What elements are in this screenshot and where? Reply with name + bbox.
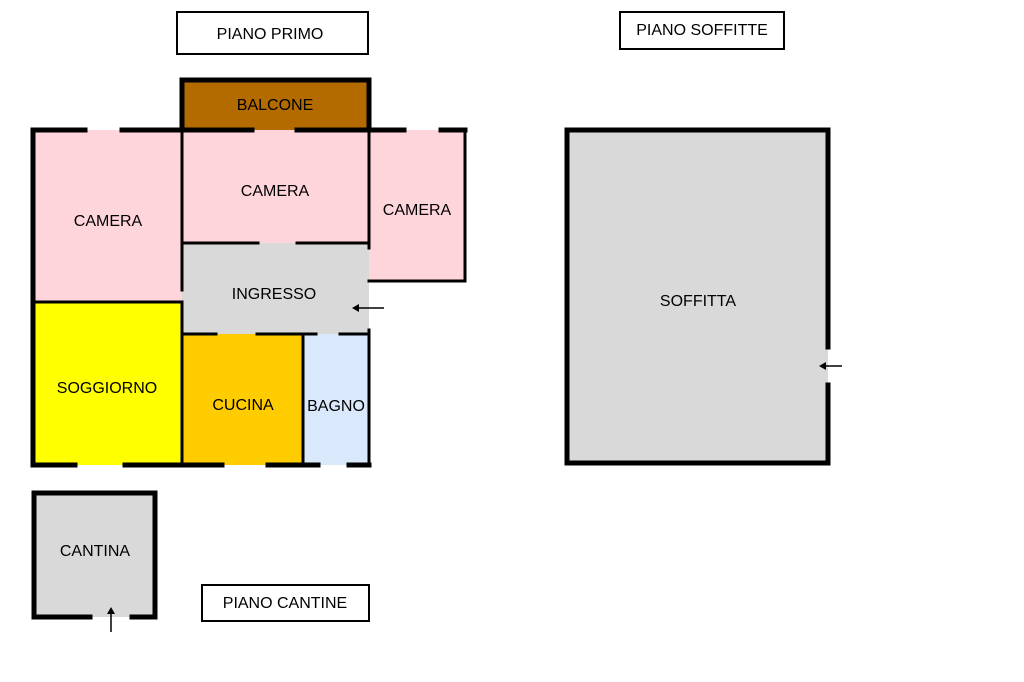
room-camera-right [369, 130, 465, 281]
walls-piano-primo [30, 77, 468, 468]
room-label-soffitta: SOFFITTA [660, 293, 736, 310]
label-piano-primo: PIANO PRIMO [176, 11, 369, 55]
arrow-up-icon [107, 607, 115, 632]
label-piano-soffitte-text: PIANO SOFFITTE [636, 22, 768, 39]
room-label-balcone: BALCONE [237, 97, 313, 114]
room-camera-center [182, 130, 369, 243]
room-label-camera-left: CAMERA [74, 213, 143, 230]
room-label-ingresso: INGRESSO [232, 286, 316, 303]
walls-piano-soffitte [564, 127, 831, 466]
arrow-left-icon [352, 304, 384, 312]
room-cucina [182, 334, 303, 465]
room-label-camera-center: CAMERA [241, 183, 310, 200]
room-label-cucina: CUCINA [212, 397, 274, 414]
room-camera-left [33, 130, 182, 302]
label-piano-primo-text: PIANO PRIMO [217, 26, 324, 43]
room-bagno [303, 334, 369, 465]
room-soggiorno [33, 302, 182, 465]
room-label-soggiorno: SOGGIORNO [57, 380, 157, 397]
arrow-left-icon [819, 362, 842, 370]
room-balcone [182, 80, 369, 130]
room-ingresso [182, 243, 369, 334]
room-label-camera-right: CAMERA [383, 202, 452, 219]
room-label-bagno: BAGNO [307, 398, 365, 415]
label-piano-cantine: PIANO CANTINE [201, 584, 370, 622]
walls-piano-cantine [31, 490, 158, 620]
room-cantina [34, 493, 155, 617]
room-label-cantina: CANTINA [60, 543, 131, 560]
label-piano-cantine-text: PIANO CANTINE [223, 595, 347, 612]
room-soffitta [567, 130, 828, 463]
label-piano-soffitte: PIANO SOFFITTE [619, 11, 785, 50]
